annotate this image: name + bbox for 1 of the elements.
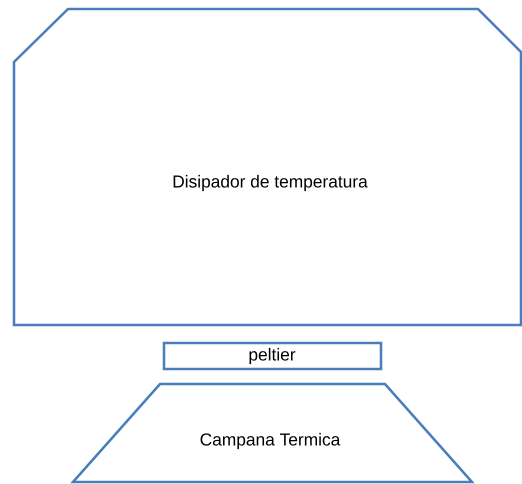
peltier-box: peltier [162,342,382,370]
